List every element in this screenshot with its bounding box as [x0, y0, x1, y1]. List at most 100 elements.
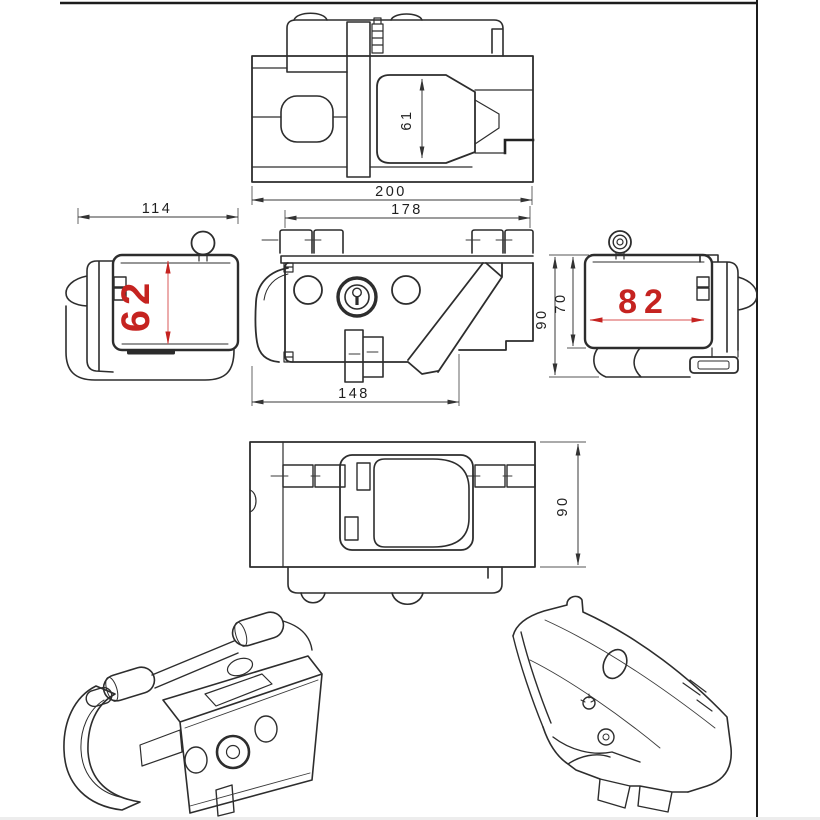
roller-end-cap	[105, 676, 119, 702]
dimension-178: 178	[284, 202, 531, 228]
bottom-view-body-outline	[249, 441, 536, 568]
hook-links	[711, 347, 739, 358]
dimension-label-62: 62	[114, 278, 158, 333]
iso-left-hole-1	[184, 746, 208, 774]
lock-module-tabs	[344, 462, 371, 541]
left-view-slot	[127, 349, 175, 355]
left-view-latch-plate	[113, 276, 127, 301]
dimension-148: 148	[251, 354, 460, 406]
dimension-label-82: 82	[618, 283, 670, 321]
dimension-label-90b: 90	[555, 495, 571, 516]
roller-body	[102, 666, 156, 702]
dimension-label-61: 61	[399, 109, 415, 130]
roller-body	[231, 611, 285, 647]
iso-right-side-clips	[682, 679, 713, 712]
extension-lines	[549, 254, 599, 378]
iso-left-roller-1	[102, 666, 156, 702]
right-view-channel-bracket	[699, 254, 758, 353]
iso-right-hole	[602, 648, 628, 680]
dimension-label-70: 70	[553, 292, 569, 313]
front-right-step	[458, 262, 534, 351]
top-view-hinge-bumps	[293, 12, 423, 21]
keyhole-ticks	[580, 693, 596, 703]
mount-hole-left	[293, 275, 323, 305]
dimension-label-148: 148	[338, 386, 370, 402]
iso-left-handle-bars	[151, 620, 313, 689]
iso-left-top-hole	[226, 657, 254, 677]
ring-middle	[612, 234, 628, 250]
top-view-step-notch	[503, 138, 535, 155]
iso-right-pivot	[597, 728, 615, 746]
iso-left-top-window	[204, 673, 273, 707]
top-view-screw-detail	[371, 17, 384, 54]
bottom-bumps	[300, 592, 424, 606]
right-view-latch-plate	[696, 276, 710, 301]
hook-outline	[689, 356, 739, 374]
iso-right-outline	[512, 595, 732, 793]
bottom-view-divider	[249, 441, 284, 568]
iso-left-clamp	[215, 784, 235, 817]
clamp-block	[344, 329, 384, 383]
left-flap-inner	[263, 273, 289, 301]
dimension-label-200: 200	[375, 184, 407, 200]
iso-right-pivot-core	[602, 733, 610, 741]
ring-inner	[616, 238, 624, 246]
lock-module-outline	[339, 454, 474, 551]
iso-left-hole-2	[254, 715, 278, 743]
left-view-body-outline	[111, 253, 240, 352]
hinge-blocks-left	[279, 229, 344, 254]
iso-left-channel	[63, 685, 141, 811]
bottom-view: 90	[249, 441, 586, 606]
extension-lines	[251, 354, 460, 406]
iso-right-keyhole	[580, 693, 596, 710]
left-side-view: 114 62	[65, 201, 240, 381]
iso-left-pin	[85, 686, 113, 708]
mount-rail	[280, 255, 534, 264]
top-view-socket-taper-lines	[474, 99, 500, 145]
dimension-200: 200	[251, 184, 533, 205]
dimension-62-red: 62	[114, 260, 171, 345]
top-view: 61 200 178	[251, 12, 535, 228]
ring-outer	[608, 230, 632, 254]
dimension-82-red: 82	[589, 283, 705, 323]
front-view: 148	[251, 229, 534, 406]
extension-lines	[540, 441, 586, 568]
top-view-clamp-pad	[280, 95, 334, 143]
top-view-body-outline	[251, 55, 534, 183]
roller-end-cap	[234, 621, 248, 647]
top-view-upper-plate	[286, 19, 504, 73]
left-flap-curve	[254, 267, 289, 363]
iso-left-channel-tab	[139, 729, 183, 767]
iso-right-bottom-tabs	[597, 778, 689, 813]
dimension-label-114: 114	[142, 201, 173, 217]
clamp-center-marks	[348, 351, 379, 355]
mount-hole-right	[391, 275, 421, 305]
bottom-hinge-blocks	[282, 464, 536, 488]
right-side-view: 82	[583, 230, 758, 378]
top-view-ball-socket	[376, 74, 476, 164]
left-view-foot	[65, 305, 235, 381]
front-plate-and-wedge	[284, 262, 503, 375]
lock-outer-ring	[336, 276, 378, 318]
iso-right-face-lines	[529, 619, 716, 749]
iso-left-roller-2	[231, 611, 285, 647]
iso-right-swing-arm	[552, 736, 641, 765]
left-view-channel-bracket	[65, 260, 114, 373]
right-view-hook	[689, 347, 739, 374]
dimension-114: 114	[77, 201, 239, 224]
grommet-ring	[608, 230, 632, 254]
dimension-70: 70	[553, 256, 576, 347]
isometric-view-left	[63, 611, 323, 817]
iso-left-fold-lines	[184, 679, 319, 807]
iso-left-channel-inner	[80, 699, 121, 798]
isometric-view-right	[512, 595, 732, 813]
dimension-90-bottom: 90	[540, 441, 586, 568]
keyhole-icon	[352, 287, 363, 298]
iso-left-lock-ring	[215, 734, 251, 770]
dimension-61: 61	[399, 78, 425, 159]
dimension-label-90: 90	[534, 308, 550, 329]
hinge-pin-ends	[283, 262, 294, 363]
